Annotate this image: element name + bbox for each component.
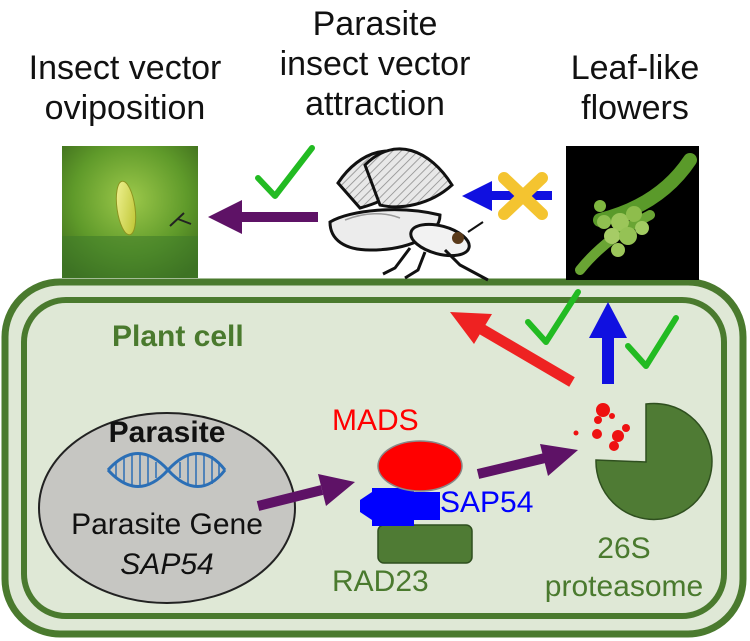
arrow-insect-to-oviposition — [208, 200, 318, 234]
degraded-protein-fragments — [573, 403, 630, 451]
parasite-nucleus — [38, 412, 296, 604]
attraction-label: Parasite insect vector attraction — [250, 4, 500, 124]
parasite-gene-label: Parasite Gene — [71, 508, 263, 541]
arrow-blue-to-flowers — [589, 302, 627, 384]
leaf-flowers-label-line1: Leaf-like — [570, 49, 700, 87]
rad23-label: RAD23 — [332, 565, 429, 598]
proteasome-label: 26S proteasome — [524, 530, 724, 606]
oviposition-photo — [62, 146, 198, 278]
oviposition-label: Insect vector oviposition — [0, 48, 250, 128]
attraction-label-line1: Parasite — [312, 5, 438, 43]
flowers-photo — [566, 146, 699, 280]
oviposition-label-line2: oviposition — [44, 89, 206, 127]
green-checkmark-icon — [625, 315, 679, 369]
arrow-complex-to-proteasome — [476, 444, 578, 479]
mads-label: MADS — [332, 404, 419, 437]
proteasome-label-line2: proteasome — [544, 570, 704, 603]
plant-cell-label: Plant cell — [112, 320, 244, 353]
dna-helix-icon — [106, 452, 227, 488]
proteasome-26s — [595, 402, 713, 521]
yellow-cross-icon — [498, 172, 548, 220]
gene-name-label: SAP54 — [120, 548, 214, 581]
green-checkmark-icon — [525, 289, 581, 345]
sap54-protein — [360, 488, 440, 526]
attraction-label-line3: attraction — [305, 85, 445, 123]
rad23-protein — [377, 524, 473, 564]
mads-protein — [377, 440, 463, 492]
leafhopper-insect-icon — [328, 147, 489, 282]
arrow-gene-to-complex — [256, 474, 355, 511]
proteasome-label-line1: 26S — [597, 532, 651, 565]
arrow-red-to-attraction — [450, 312, 575, 387]
cell-wall-inner — [21, 297, 727, 619]
oviposition-label-line1: Insect vector — [28, 49, 222, 87]
sap54-label: SAP54 — [440, 486, 534, 519]
attraction-label-line2: insect vector — [279, 45, 471, 83]
leaf-flowers-label-line2: flowers — [581, 89, 689, 127]
leaf-flowers-label: Leaf-like flowers — [530, 48, 740, 128]
parasite-title: Parasite — [108, 416, 226, 449]
green-checkmark-icon — [255, 145, 315, 199]
